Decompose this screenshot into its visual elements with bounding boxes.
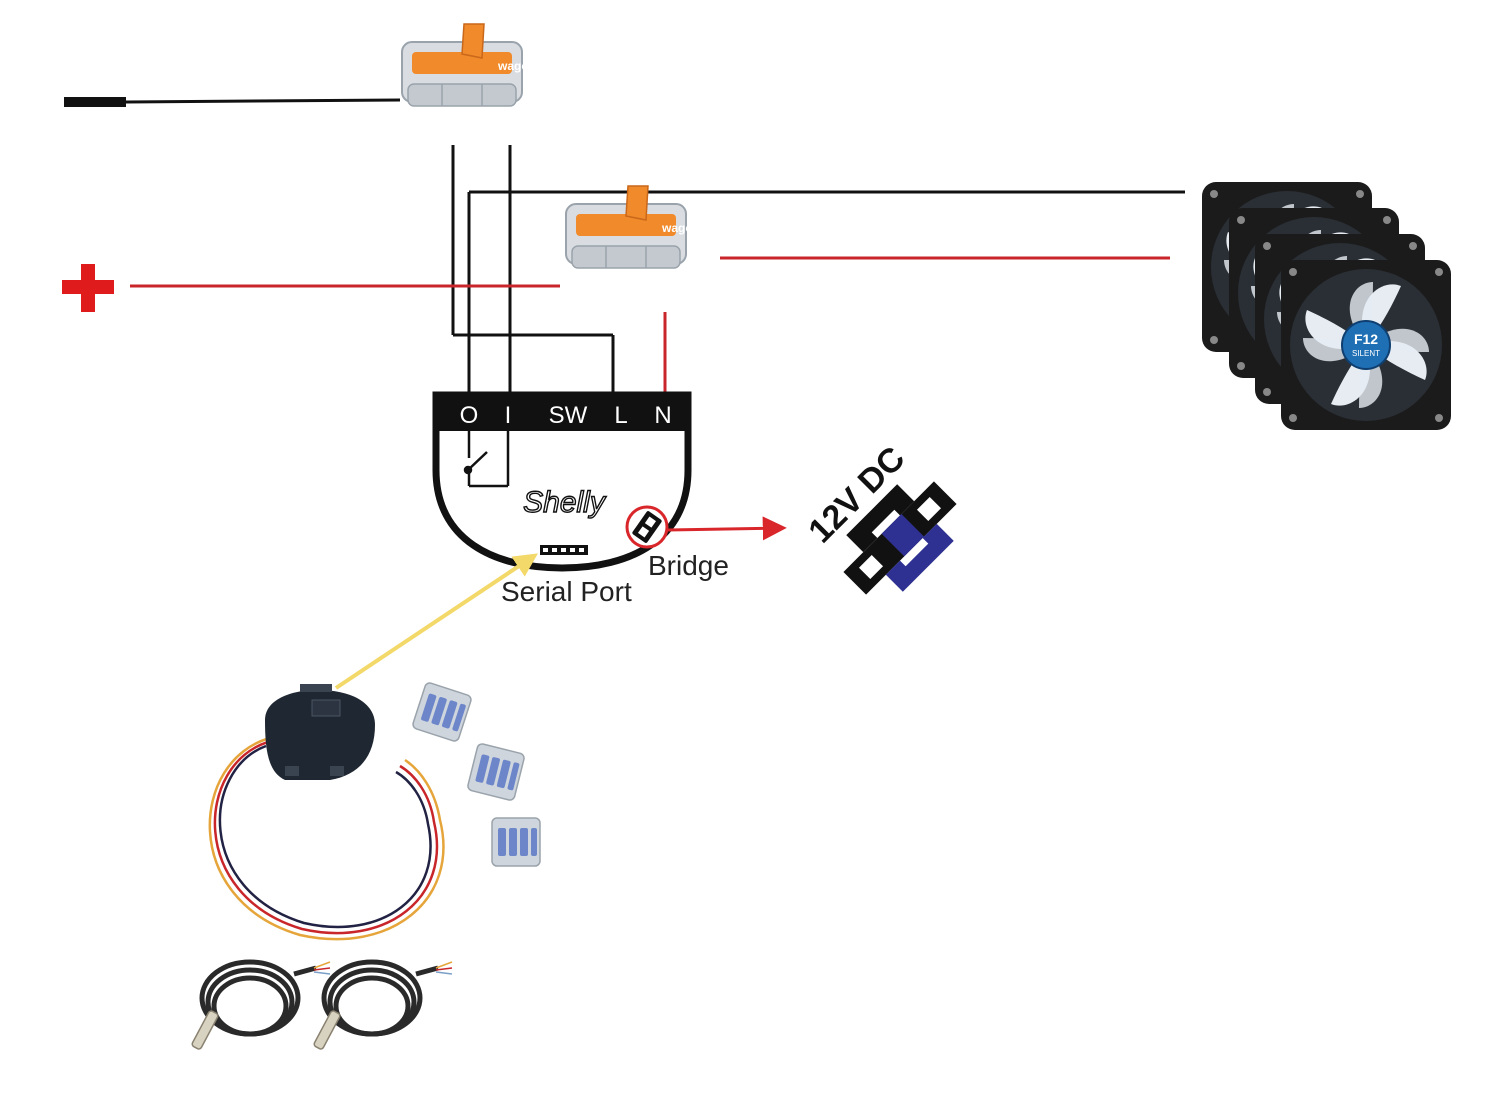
- serial-port-label: Serial Port: [501, 576, 632, 607]
- bridge-jumper-icon: [625, 505, 669, 549]
- dc-power-icon: 12V DC: [801, 439, 957, 595]
- relay-switch-icon: [463, 431, 510, 488]
- minus-icon: [64, 97, 126, 107]
- terminal-n: N: [654, 402, 671, 429]
- bridge-label: Bridge: [648, 550, 729, 581]
- temperature-sensor: [313, 962, 452, 1050]
- wago-blue-connector: [466, 742, 526, 802]
- terminal-i: I: [505, 402, 512, 429]
- red-wires: [130, 256, 1170, 395]
- wago-connector-top: wago: [401, 23, 529, 107]
- wago-connector-middle: wago: [565, 185, 693, 269]
- shelly-module: O I SW L N Shelly: [432, 391, 692, 572]
- addon-cable: [208, 736, 445, 941]
- wago-blue-connector: [491, 817, 541, 867]
- black-wires: [124, 98, 1185, 395]
- plus-icon: [62, 264, 114, 312]
- serial-port-header: [540, 545, 588, 555]
- fan-logo: F12: [1354, 331, 1378, 347]
- temperature-sensor: [191, 962, 330, 1050]
- connector-brand: wago: [661, 221, 693, 235]
- terminal-sw: SW: [549, 402, 588, 429]
- bridge-arrow: [667, 516, 787, 541]
- connector-brand: wago: [497, 59, 529, 73]
- fan-subtitle: SILENT: [1352, 349, 1380, 358]
- shelly-logo: Shelly: [523, 486, 607, 519]
- fan: F12 SILENT: [1281, 260, 1451, 430]
- fan-stack: F12 SILENT: [1202, 182, 1451, 430]
- addon-module: [265, 684, 375, 780]
- terminal-o: O: [460, 402, 479, 429]
- wago-blue-connector: [411, 681, 473, 743]
- terminal-l: L: [614, 402, 627, 429]
- serial-arrow: [334, 553, 538, 690]
